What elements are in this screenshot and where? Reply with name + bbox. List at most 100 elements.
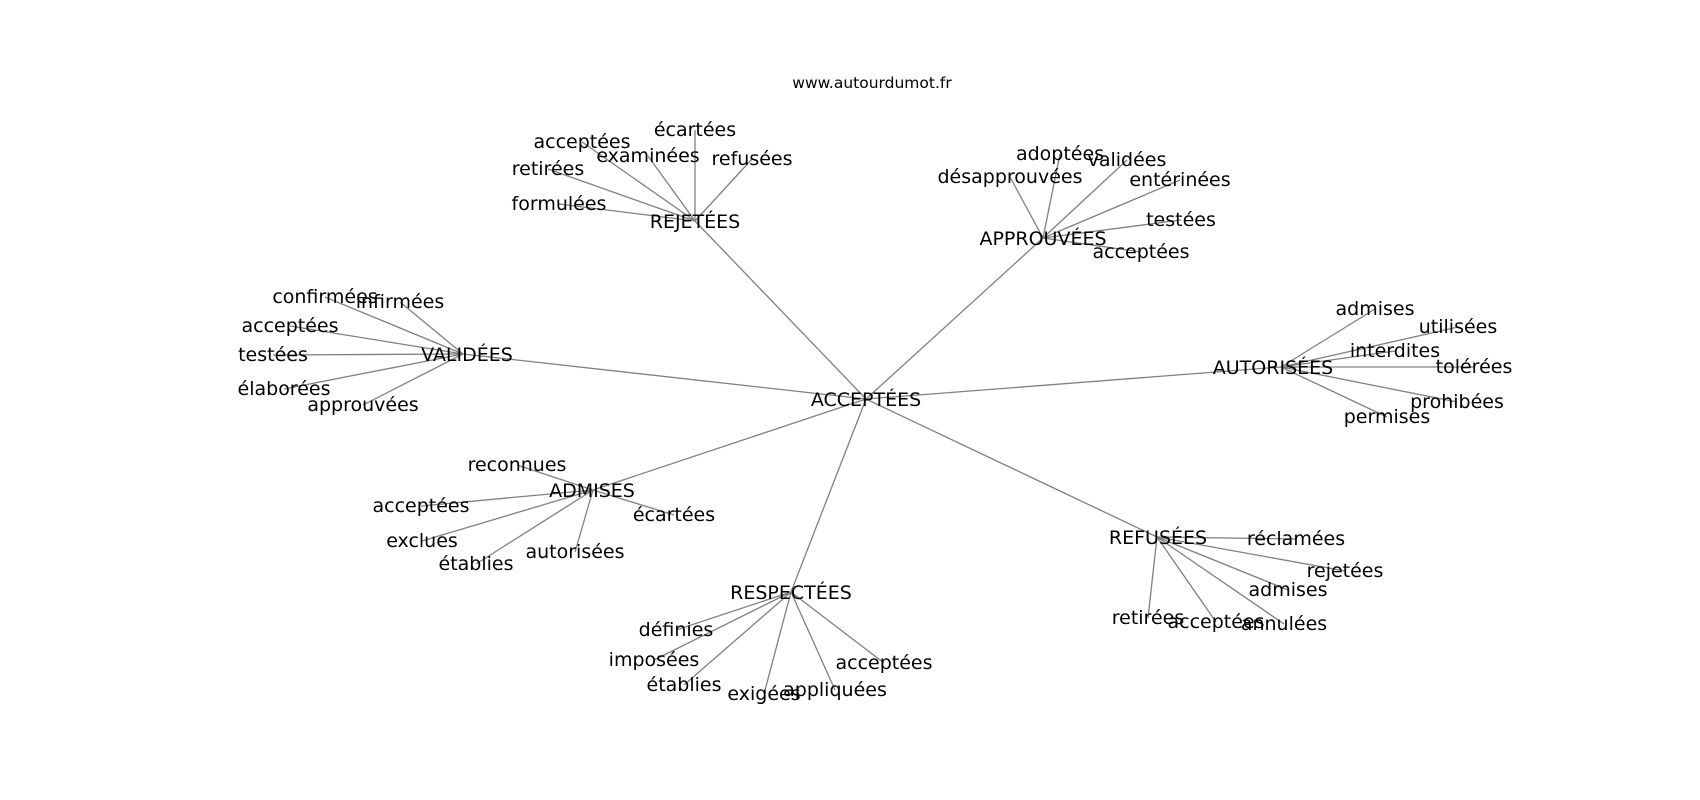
- hub-node-refusées[interactable]: REFUSÉES: [1109, 526, 1207, 549]
- leaf-node[interactable]: établies: [439, 553, 514, 575]
- leaf-node[interactable]: appliquées: [783, 679, 887, 701]
- leaf-node[interactable]: confirmées: [272, 286, 377, 308]
- hub-node-approuvées[interactable]: APPROUVÉES: [979, 227, 1106, 250]
- leaf-node[interactable]: élaborées: [238, 378, 331, 400]
- leaf-node[interactable]: admises: [1336, 298, 1415, 320]
- hub-node-autorisées[interactable]: AUTORISÉES: [1213, 356, 1333, 379]
- edge-rejetées-leaf: [694, 158, 753, 222]
- leaf-node[interactable]: retirées: [512, 158, 584, 180]
- edge-rejetées-leaf: [547, 168, 696, 222]
- leaf-node[interactable]: tolérées: [1436, 356, 1513, 378]
- edge-center-to-autorisées: [865, 366, 1282, 400]
- edge-validées-leaf: [283, 353, 464, 390]
- edge-respectées-leaf: [683, 591, 792, 686]
- leaf-node[interactable]: entérinées: [1129, 169, 1230, 191]
- edge-refusées-leaf: [1147, 536, 1158, 619]
- edge-rejetées-leaf: [647, 155, 696, 222]
- edge-autorisées-leaf: [1280, 308, 1376, 368]
- leaf-node[interactable]: établies: [647, 674, 722, 696]
- leaf-node[interactable]: testées: [1146, 209, 1216, 231]
- edge-approuvées-leaf: [1042, 237, 1142, 253]
- edge-approuvées-leaf: [1009, 176, 1044, 239]
- hub-node-validées[interactable]: VALIDÉES: [421, 343, 513, 366]
- hub-node-respectées[interactable]: RESPECTÉES: [730, 581, 852, 604]
- edge-approuvées-leaf: [1042, 159, 1128, 239]
- edge-validées-leaf: [324, 296, 464, 355]
- edge-validées-leaf: [362, 353, 464, 406]
- edge-validées-leaf: [399, 301, 464, 355]
- edge-admises-leaf: [420, 489, 594, 507]
- edge-center-to-admises: [592, 398, 867, 491]
- leaf-node[interactable]: acceptées: [372, 495, 469, 517]
- edge-autorisées-leaf: [1280, 326, 1459, 368]
- edge-approuvées-leaf: [1042, 153, 1061, 239]
- leaf-node[interactable]: imposées: [609, 649, 700, 671]
- leaf-node[interactable]: rejetées: [1307, 560, 1384, 582]
- leaf-node[interactable]: interdites: [1350, 340, 1440, 362]
- hub-node-admises[interactable]: ADMISES: [549, 480, 635, 502]
- edge-autorisées-leaf: [1280, 366, 1388, 418]
- leaf-node[interactable]: désapprouvées: [938, 166, 1083, 188]
- edge-center-to-approuvées: [865, 237, 1044, 400]
- site-watermark: www.autourdumot.fr: [792, 74, 952, 92]
- leaf-node[interactable]: infirmées: [356, 291, 445, 313]
- leaf-node[interactable]: utilisées: [1419, 316, 1498, 338]
- leaf-node[interactable]: admises: [1249, 579, 1328, 601]
- edge-refusées-leaf: [1156, 536, 1297, 540]
- edge-validées-leaf: [272, 353, 464, 356]
- edge-respectées-leaf: [763, 591, 792, 695]
- leaf-node[interactable]: acceptées: [1167, 611, 1264, 633]
- edge-validées-leaf: [289, 325, 464, 355]
- leaf-node[interactable]: refusées: [712, 148, 793, 170]
- leaf-node[interactable]: réclamées: [1247, 528, 1345, 550]
- leaf-node[interactable]: prohibées: [1410, 391, 1504, 413]
- center-node[interactable]: ACCEPTÉES: [811, 388, 921, 411]
- edge-autorisées-leaf: [1280, 366, 1458, 403]
- leaf-node[interactable]: formulées: [512, 193, 607, 215]
- leaf-node[interactable]: exclues: [386, 530, 458, 552]
- leaf-node[interactable]: examinées: [596, 145, 699, 167]
- edge-admises-leaf: [574, 489, 594, 553]
- edge-admises-leaf: [592, 489, 675, 516]
- leaf-node[interactable]: acceptées: [1092, 241, 1189, 263]
- edge-rejetées-leaf: [581, 141, 696, 222]
- leaf-node[interactable]: permises: [1344, 406, 1431, 428]
- edge-approuvées-leaf: [1042, 179, 1181, 239]
- leaf-node[interactable]: acceptées: [241, 315, 338, 337]
- hub-node-rejetées[interactable]: REJETÉES: [650, 210, 741, 233]
- edge-refusées-leaf: [1156, 536, 1346, 572]
- leaf-node[interactable]: acceptées: [835, 652, 932, 674]
- leaf-node[interactable]: écartées: [633, 504, 715, 526]
- edge-respectées-leaf: [790, 591, 836, 691]
- leaf-node[interactable]: approuvées: [307, 394, 418, 416]
- edge-autorisées-leaf: [1280, 350, 1396, 368]
- edge-respectées-leaf: [653, 591, 792, 661]
- leaf-node[interactable]: validées: [1088, 149, 1167, 171]
- edge-refusées-leaf: [1156, 536, 1217, 623]
- edge-respectées-leaf: [675, 591, 792, 631]
- graph-edges: [272, 130, 1474, 695]
- edge-refusées-leaf: [1156, 536, 1285, 625]
- leaf-node[interactable]: adoptées: [1016, 143, 1104, 165]
- leaf-node[interactable]: autorisées: [525, 541, 624, 563]
- edge-center-to-respectées: [790, 398, 867, 593]
- edge-center-to-validées: [462, 353, 867, 400]
- leaf-node[interactable]: écartées: [654, 119, 736, 141]
- edge-rejetées-leaf: [558, 203, 696, 222]
- leaf-node[interactable]: définies: [639, 619, 714, 641]
- leaf-node[interactable]: retirées: [1112, 607, 1184, 629]
- edge-center-to-refusées: [865, 398, 1158, 538]
- edge-admises-leaf: [421, 489, 594, 542]
- leaf-node[interactable]: exigées: [727, 683, 800, 705]
- leaf-node[interactable]: acceptées: [533, 131, 630, 153]
- edge-admises-leaf: [516, 464, 594, 491]
- edge-respectées-leaf: [790, 591, 885, 664]
- leaf-node[interactable]: testées: [238, 344, 308, 366]
- edge-center-to-rejetées: [694, 220, 867, 400]
- leaf-node[interactable]: reconnues: [468, 454, 567, 476]
- edge-admises-leaf: [475, 489, 594, 565]
- graph-labels: REJETÉES acceptées écartées examinées refusé…: [238, 119, 1513, 705]
- leaf-node[interactable]: annulées: [1241, 613, 1327, 635]
- edge-approuvées-leaf: [1042, 219, 1182, 239]
